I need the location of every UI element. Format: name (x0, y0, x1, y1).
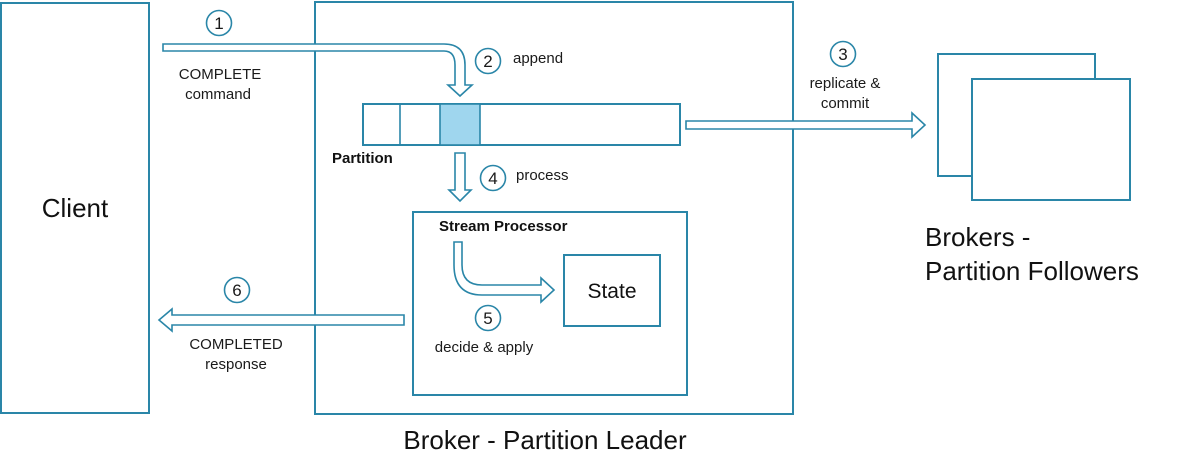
step-1-label-line2: command (185, 86, 251, 103)
followers-caption-line2: Partition Followers (925, 256, 1139, 286)
partition-new-record (439, 103, 481, 146)
step-3-number: 3 (838, 45, 847, 64)
partition-bar (362, 103, 681, 146)
step-1-number: 1 (214, 14, 223, 33)
step-3-label-line2: commit (821, 95, 870, 112)
step-5-marker: 5 (474, 304, 502, 332)
step-6-label-line1: COMPLETED (189, 336, 283, 353)
step-1-marker: 1 (205, 9, 233, 37)
leader-caption: Broker - Partition Leader (403, 425, 687, 455)
step-4-label: process (516, 167, 569, 184)
arrow-completed-response (157, 307, 405, 333)
state-box (563, 254, 661, 327)
step-3-marker: 3 (829, 40, 857, 68)
step-2-number: 2 (483, 52, 492, 71)
state-label: State (587, 280, 636, 303)
step-5-label: decide & apply (435, 339, 534, 356)
step-4-number: 4 (488, 169, 497, 188)
step-5-circle (474, 304, 502, 332)
step-2-marker: 2 (474, 47, 502, 75)
step-1-label-line1: COMPLETE (179, 66, 262, 83)
step-1-circle (205, 9, 233, 37)
step-3-circle (829, 40, 857, 68)
follower-box-front (971, 78, 1131, 201)
arrow-replicate (685, 111, 927, 139)
step-6-circle (223, 276, 251, 304)
arrow-process (447, 152, 473, 203)
step-6-label-line2: response (205, 356, 267, 373)
followers-caption-line1: Brokers - (925, 222, 1030, 252)
step-5-number: 5 (483, 309, 492, 328)
arrow-complete-command (162, 43, 475, 98)
partition-log (362, 103, 681, 146)
client-label: Client (42, 193, 109, 223)
step-3-label-line1: replicate & (810, 75, 881, 92)
step-4-circle (479, 164, 507, 192)
client-box (0, 2, 150, 414)
step-2-label: append (513, 50, 563, 67)
step-6-marker: 6 (223, 276, 251, 304)
step-2-circle (474, 47, 502, 75)
partition-label: Partition (332, 150, 393, 167)
step-4-marker: 4 (479, 164, 507, 192)
stream-processor-label: Stream Processor (439, 218, 568, 235)
step-6-number: 6 (232, 281, 241, 300)
arrow-decide-apply (453, 241, 556, 304)
